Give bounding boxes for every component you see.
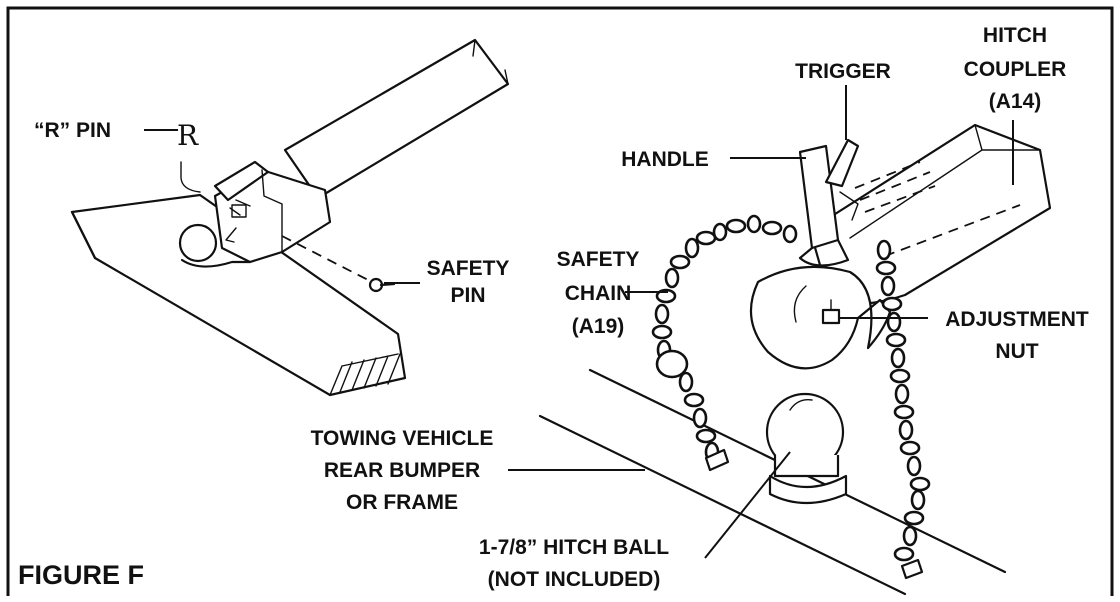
label-safety-chain-line1: SAFETY xyxy=(557,248,640,271)
right-assembly-drawing xyxy=(538,123,1052,596)
beam-end-hatching xyxy=(329,353,401,396)
label-towing-vehicle-line1: TOWING VEHICLE xyxy=(311,427,494,450)
label-hitch-ball-line2: (NOT INCLUDED) xyxy=(488,568,661,591)
adjustment-nut xyxy=(821,308,841,325)
chain-bolt-left xyxy=(704,448,730,472)
label-safety-pin-line2: PIN xyxy=(450,284,485,307)
trigger-dashed-outline xyxy=(854,161,936,213)
figure-frame xyxy=(6,6,1114,596)
label-adjustment-nut-line1: ADJUSTMENT xyxy=(945,308,1089,331)
chain-bolt-right xyxy=(900,558,924,580)
r-pin-mark: R xyxy=(177,119,199,152)
trailer-tongue xyxy=(283,38,510,200)
left-assembly-drawing: R xyxy=(70,38,510,397)
safety-chain-right xyxy=(875,239,931,562)
label-hitch-ball-line1: 1-7/8” HITCH BALL xyxy=(479,536,669,559)
coupler-handle xyxy=(798,144,840,250)
label-adjustment-nut-line2: NUT xyxy=(995,340,1038,363)
bumper-line-lower xyxy=(538,414,907,596)
label-towing-vehicle-line2: REAR BUMPER xyxy=(324,459,480,482)
label-towing-vehicle-line3: OR FRAME xyxy=(346,491,458,514)
label-handle: HANDLE xyxy=(621,148,709,171)
label-trigger: TRIGGER xyxy=(795,60,891,83)
leader-hitch-ball xyxy=(704,451,791,559)
safety-chain-left xyxy=(651,214,798,463)
left-coupler-body xyxy=(213,168,332,264)
label-r-pin: “R” PIN xyxy=(34,119,111,142)
coupler-socket xyxy=(749,265,892,370)
label-hitch-coupler-line3: (A14) xyxy=(989,90,1042,113)
label-safety-pin-line1: SAFETY xyxy=(427,257,510,280)
label-safety-chain-line2: CHAIN xyxy=(565,282,632,305)
r-pin-path xyxy=(180,161,201,193)
label-hitch-coupler-line1: HITCH xyxy=(983,24,1047,47)
left-hitch-ball xyxy=(178,223,218,263)
label-hitch-coupler-line2: COUPLER xyxy=(964,58,1067,81)
figure-title: FIGURE F xyxy=(18,560,144,590)
label-safety-chain-line3: (A19) xyxy=(572,315,625,338)
coupler-trigger xyxy=(824,138,860,188)
